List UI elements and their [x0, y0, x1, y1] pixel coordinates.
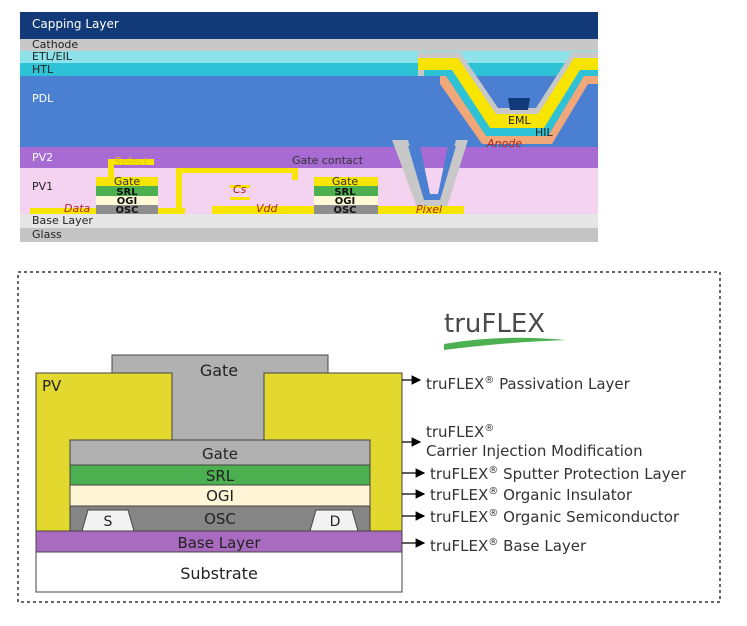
srl-layer-label: SRL	[206, 467, 235, 485]
label-cs: Cs	[233, 183, 247, 196]
bottom-frame	[17, 271, 721, 603]
label-capping: Capping Layer	[32, 17, 119, 31]
logo-flex: FLEX	[481, 309, 545, 339]
logo-tru: tru	[444, 309, 481, 339]
tft-right-ogi: OGI	[335, 196, 355, 207]
ogi-layer-label: OGI	[206, 487, 234, 505]
display-cross-section: Gate SRL OGI OSC Gate SRL OGI OSC Cappin…	[20, 12, 598, 242]
pv-label: PV	[42, 377, 62, 395]
gate-layer-label: Gate	[202, 445, 238, 463]
pixel-well-htl	[424, 70, 598, 136]
annotation-passivation: truFLEX® Passivation Layer	[426, 375, 631, 393]
label-base: Base Layer	[32, 214, 93, 227]
pixel-well-eml	[508, 98, 530, 110]
substrate-layer	[35, 551, 403, 593]
label-htl: HTL	[32, 63, 54, 76]
annotation-organic-insulator: truFLEX® Organic Insulator	[430, 486, 633, 504]
tft-right-osc: OSC	[333, 205, 356, 216]
tft-left: Gate SRL OGI OSC	[96, 175, 158, 216]
tft-left-gate: Gate	[114, 175, 141, 188]
pixel-well-anode	[440, 76, 598, 144]
annotation-cim: Carrier Injection Modification	[426, 442, 643, 460]
label-pdl: PDL	[32, 92, 54, 105]
label-cathode: Cathode	[32, 38, 78, 51]
label-pixel: Pixel	[416, 203, 442, 216]
source-label: S	[104, 514, 113, 530]
tft-right-srl: SRL	[334, 187, 356, 198]
base-layer-label: Base Layer	[177, 534, 261, 552]
tft-stack: Substrate Base Layer PV Gate Gate SRL OG…	[35, 354, 403, 593]
pixel-via	[392, 140, 468, 210]
drain-electrode	[309, 509, 359, 532]
gate-layer	[69, 439, 371, 466]
tft-left-srl: SRL	[116, 187, 138, 198]
label-vdd: Vdd	[256, 202, 279, 215]
pixel-via-inner	[408, 146, 456, 200]
drain-label: D	[330, 514, 341, 530]
tft-left-ogi: OGI	[117, 196, 137, 207]
gate-top-label: Gate	[200, 361, 238, 380]
label-gate-contact: Gate contact	[292, 154, 364, 167]
label-pv2: PV2	[32, 151, 53, 164]
svg-text:truFLEX: truFLEX	[444, 309, 545, 339]
glass-layer	[20, 228, 598, 242]
label-data: Data	[64, 202, 91, 215]
label-eml: EML	[508, 114, 531, 127]
annotation-base-layer: truFLEX® Base Layer	[430, 537, 587, 555]
tft-right-gate: Gate	[332, 175, 359, 188]
annotation-sputter: truFLEX® Sputter Protection Layer	[430, 465, 687, 483]
label-pv1: PV1	[32, 180, 53, 193]
cathode-layer	[20, 39, 598, 51]
base-layer-top	[20, 214, 598, 228]
annotations: truFLEX® Passivation Layer truFLEX® Carr…	[426, 375, 687, 555]
capping-layer	[20, 12, 598, 39]
annotation-arrows	[402, 375, 426, 548]
label-select: Select	[114, 155, 149, 168]
label-glass: Glass	[32, 228, 62, 241]
tft-left-osc: OSC	[115, 205, 138, 216]
source-electrode	[81, 509, 135, 532]
annotation-organic-semiconductor: truFLEX® Organic Semiconductor	[430, 508, 680, 526]
logo-swoosh	[444, 337, 566, 350]
truflex-logo: truFLEX	[444, 309, 566, 350]
htl-layer	[20, 63, 598, 76]
annotation-cim-brand: truFLEX®	[426, 423, 494, 441]
label-etl: ETL/EIL	[32, 50, 73, 63]
label-hil: HIL	[535, 126, 554, 139]
label-anode: Anode	[486, 137, 522, 150]
tft-right: Gate SRL OGI OSC	[314, 175, 378, 216]
substrate-label: Substrate	[180, 564, 258, 583]
pixel-well-etl	[418, 58, 598, 128]
osc-layer-label: OSC	[204, 510, 236, 528]
etl-layer	[20, 51, 598, 63]
